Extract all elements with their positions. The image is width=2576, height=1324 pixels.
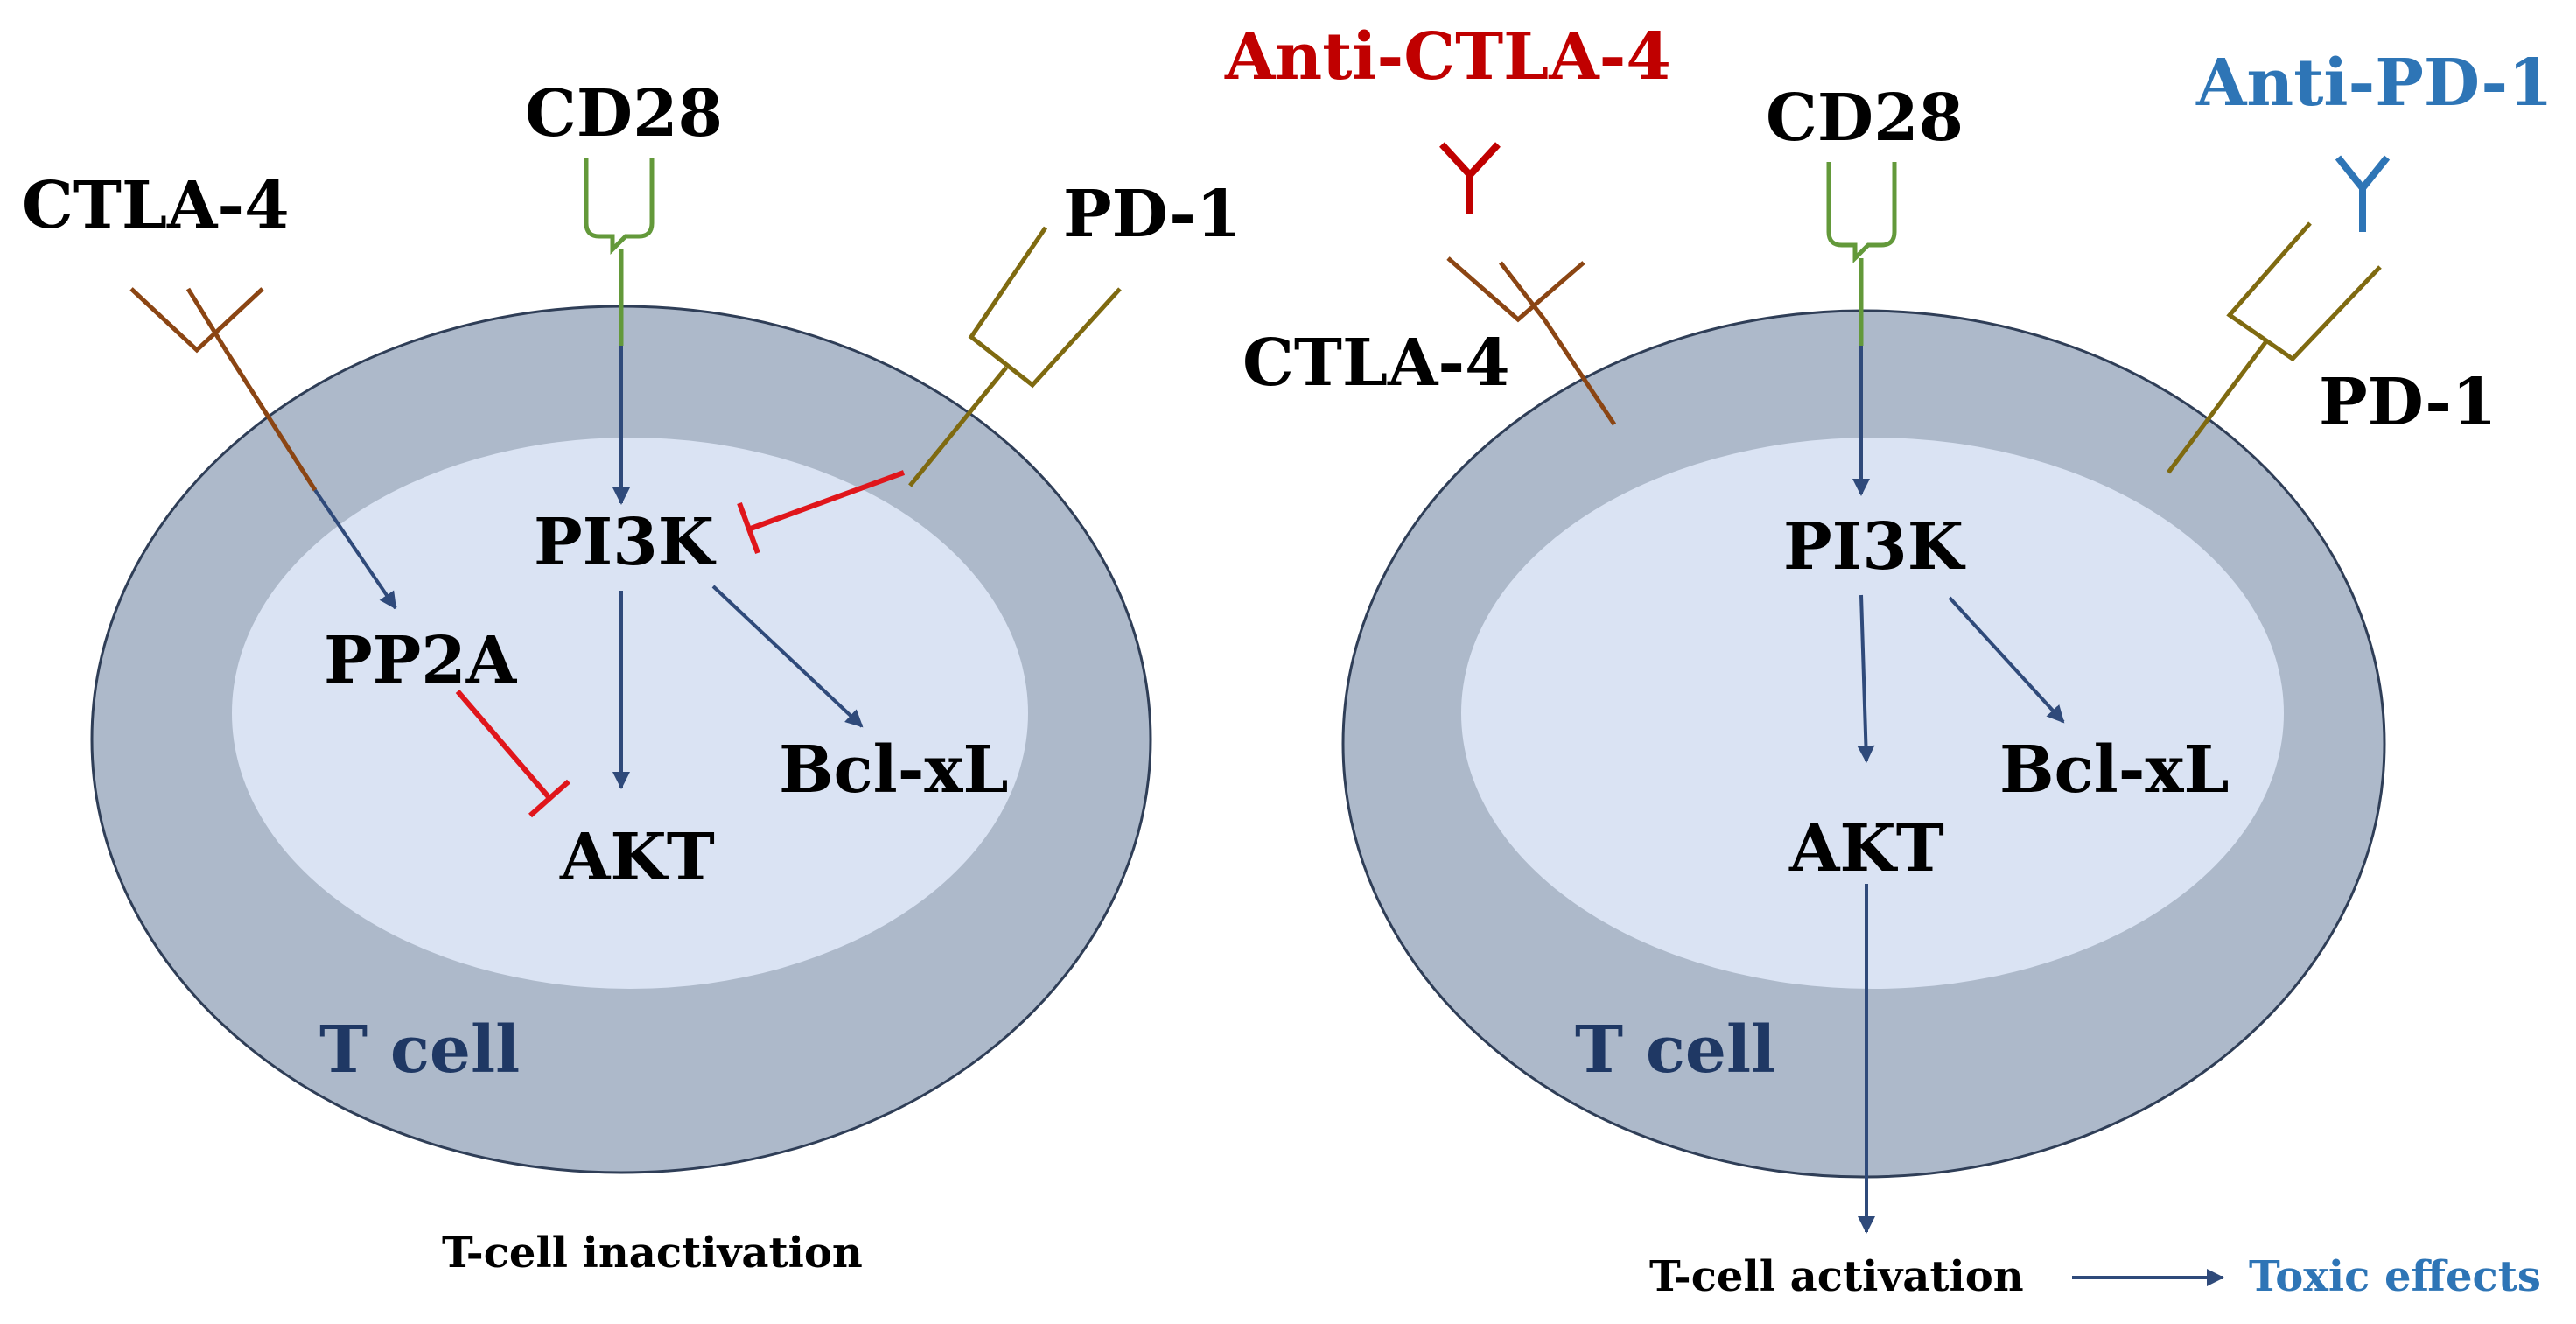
right-pd1-receptor — [2166, 221, 2382, 474]
right-label-pd1: PD-1 — [2319, 365, 2496, 440]
left-node-akt: AKT — [559, 820, 715, 895]
right-ctla4-receptor — [1446, 256, 1617, 426]
left-node-pi3k: PI3K — [534, 505, 717, 580]
left-arrow-pi3k-to-bclxl — [711, 585, 864, 728]
left-inhibit-pd1-pi3k — [737, 470, 906, 555]
anti-pd1-label: Anti-PD-1 — [2195, 46, 2553, 121]
left-panel: CTLA-4 CD28 PD-1 PI3K PP2A AKT Bcl-xL T … — [22, 76, 1241, 1278]
right-cell-label: T cell — [1575, 1012, 1775, 1088]
left-pd1-receptor — [908, 226, 1122, 487]
right-panel: Anti-CTLA-4 Anti-PD-1 CTLA-4 CD28 PD-1 P… — [1224, 19, 2553, 1301]
left-cell-label: T cell — [319, 1012, 520, 1088]
left-ctla4-receptor — [130, 287, 318, 492]
right-node-bclxl: Bcl-xL — [1999, 732, 2230, 808]
right-cell-inner — [1461, 438, 2284, 989]
right-arrow-pi3k-to-akt — [1857, 594, 1875, 763]
left-node-bclxl: Bcl-xL — [779, 732, 1009, 808]
right-node-akt: AKT — [1788, 811, 1944, 886]
left-node-pp2a: PP2A — [324, 623, 518, 698]
left-cd28-receptor — [584, 158, 654, 346]
right-node-pi3k: PI3K — [1783, 509, 1966, 585]
right-cd28-receptor — [1826, 162, 1897, 346]
anti-pd1-antibody-icon — [2334, 155, 2390, 232]
right-outcome: Toxic effects — [2249, 1252, 2541, 1301]
anti-ctla4-label: Anti-CTLA-4 — [1224, 19, 1671, 95]
left-cell-inner — [232, 438, 1028, 989]
left-label-ctla4: CTLA-4 — [22, 168, 290, 243]
left-inhibit-pp2a-akt — [455, 690, 570, 818]
right-label-cd28: CD28 — [1766, 81, 1964, 156]
left-caption: T-cell inactivation — [442, 1229, 863, 1278]
left-label-pd1: PD-1 — [1063, 177, 1241, 252]
right-caption: T-cell activation — [1649, 1252, 2024, 1301]
left-arrow-ctla4-to-pp2a — [313, 488, 397, 610]
anti-ctla4-antibody-icon — [1439, 142, 1501, 214]
right-arrow-pi3k-to-bclxl — [1948, 596, 2065, 724]
right-label-ctla4: CTLA-4 — [1242, 326, 1510, 401]
left-label-cd28: CD28 — [525, 76, 723, 151]
